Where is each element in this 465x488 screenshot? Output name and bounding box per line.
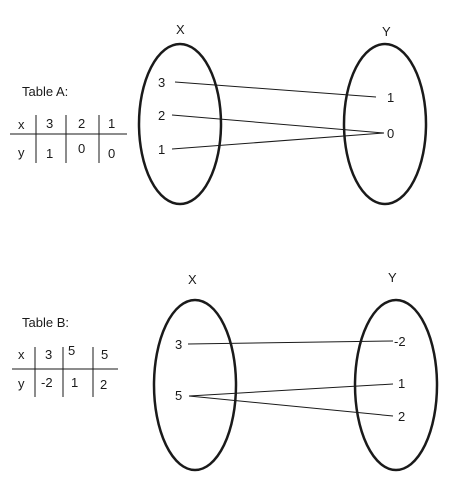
- diagram-a-range-element: 1: [387, 90, 394, 105]
- table-b-x-header: x: [18, 347, 25, 362]
- diagram-a-arrow-3-to-1: [174, 81, 377, 98]
- table-a-x-cell: 2: [78, 116, 85, 131]
- diagram-b-range-element: 1: [398, 376, 405, 391]
- table-a-x-cell: 1: [108, 116, 115, 131]
- diagram-b-domain-element: 5: [175, 388, 182, 403]
- diagram-b-range-element: 2: [398, 409, 405, 424]
- table-b-x-cell: 3: [45, 347, 52, 362]
- diagram-b-arrow-5-to-1: [188, 383, 394, 397]
- diagram-a-range-oval: [342, 42, 428, 206]
- table-a-y-cell: 1: [46, 146, 53, 161]
- diagram-b-range-oval: [353, 298, 439, 472]
- diagram-a-range-element: 0: [387, 126, 394, 141]
- diagram-b-domain-oval: [152, 298, 238, 472]
- table-a-y-cell: 0: [78, 141, 85, 156]
- table-b-x-cell: 5: [68, 343, 75, 358]
- diagram-a-domain-element: 2: [158, 108, 165, 123]
- mapping-diagram-a: X Y 3 2 1 1 0: [137, 22, 428, 206]
- table-a-x-header: x: [18, 117, 25, 132]
- diagram-a-domain-label: X: [176, 22, 185, 37]
- diagram-a-arrow-2-to-0: [171, 114, 385, 134]
- diagram-a-domain-element: 3: [158, 75, 165, 90]
- table-a-x-cell: 3: [46, 116, 53, 131]
- table-b-title: Table B:: [22, 315, 69, 330]
- table-b: Table B: x y 3 5 5 -2 1 2: [12, 315, 118, 397]
- table-b-y-cell: -2: [41, 375, 53, 390]
- diagram-b-arrow-5-to-2: [188, 395, 394, 417]
- mapping-diagram-b: X Y 3 5 -2 1 2: [152, 270, 439, 472]
- table-b-y-cell: 2: [100, 377, 107, 392]
- diagram-a-domain-oval: [137, 42, 223, 206]
- table-b-x-cell: 5: [101, 347, 108, 362]
- diagram-a-domain-element: 1: [158, 142, 165, 157]
- diagram-b-domain-label: X: [188, 272, 197, 287]
- diagram-a-range-label: Y: [382, 24, 391, 39]
- table-a-y-header: y: [18, 145, 25, 160]
- table-a: Table A: x y 3 2 1 1 0 0: [10, 84, 127, 163]
- diagram-b-range-element: -2: [394, 334, 406, 349]
- table-a-y-cell: 0: [108, 146, 115, 161]
- diagram-b-domain-element: 3: [175, 337, 182, 352]
- diagram-b-arrow-3-to-neg2: [187, 340, 394, 345]
- diagram-b-range-label: Y: [388, 270, 397, 285]
- table-b-y-cell: 1: [71, 375, 78, 390]
- diagram-a-arrow-1-to-0: [171, 132, 385, 150]
- table-b-y-header: y: [18, 376, 25, 391]
- table-a-title: Table A:: [22, 84, 68, 99]
